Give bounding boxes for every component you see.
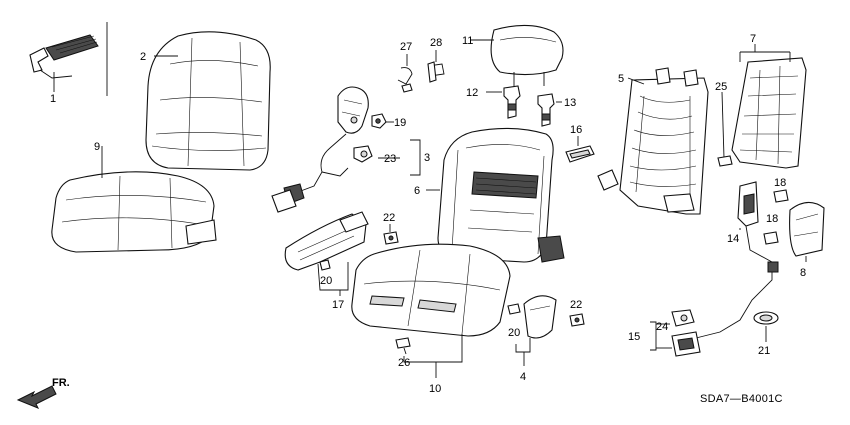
part-3-side-module-and-harness: [271, 86, 421, 213]
part-label-10: 10: [429, 383, 441, 395]
part-9-cushion-cover: [51, 146, 217, 253]
part-7-rear-board: [731, 44, 807, 169]
part-1-pad-and-clip: [29, 22, 108, 96]
part-15-24-21-harness: [650, 225, 779, 357]
part-label-14: 14: [727, 233, 739, 245]
part-26-clip: [395, 337, 411, 355]
front-direction-label: FR.: [52, 377, 70, 389]
part-label-28: 28: [430, 37, 442, 49]
part-label-22a: 22: [383, 212, 395, 224]
part-label-16: 16: [570, 124, 582, 136]
part-label-17: 17: [332, 299, 344, 311]
part-label-24: 24: [656, 321, 668, 333]
part-label-18a: 18: [774, 177, 786, 189]
part-label-20b: 20: [508, 327, 520, 339]
part-6-seatback: [426, 127, 565, 263]
part-label-2: 2: [140, 51, 146, 63]
diagram-reference-code: SDA7—B4001C: [700, 393, 783, 405]
part-label-15: 15: [628, 331, 640, 343]
part-25-bolt: [717, 91, 733, 167]
part-label-21: 21: [758, 345, 770, 357]
part-label-12: 12: [466, 87, 478, 99]
part-label-8: 8: [800, 267, 806, 279]
part-label-4: 4: [520, 371, 526, 383]
part-label-9: 9: [94, 141, 100, 153]
part-label-5: 5: [618, 73, 624, 85]
part-label-22b: 22: [570, 299, 582, 311]
part-label-7: 7: [750, 33, 756, 45]
part-label-11: 11: [462, 35, 473, 47]
part-label-13: 13: [564, 97, 576, 109]
part-2-seatback-cover: [145, 31, 271, 171]
part-11-13-headrest: [470, 24, 564, 127]
front-direction-arrow: FR.: [16, 377, 70, 409]
part-label-18b: 18: [766, 213, 778, 225]
part-17-20-22-side-trim: [284, 211, 399, 296]
part-label-27: 27: [400, 41, 412, 53]
part-19-23-bolts: [353, 113, 387, 163]
part-label-1: 1: [50, 93, 56, 105]
part-16-knob: [565, 136, 595, 163]
part-10-seat-cushion: [351, 243, 511, 378]
part-label-6: 6: [414, 185, 420, 197]
part-label-26: 26: [398, 357, 410, 369]
part-number-labels: 1 2 3 4 5 6 7 8 9 10 11 12 13 14 15 16 1…: [50, 33, 806, 395]
part-4-cover: [507, 295, 585, 366]
part-5-seatback-frame: [597, 67, 709, 215]
part-label-23: 23: [384, 153, 396, 165]
part-14-18-8-side-parts: [737, 181, 825, 262]
part-label-20a: 20: [320, 275, 332, 287]
part-27-28-clips: [397, 50, 445, 93]
part-label-25: 25: [715, 81, 727, 93]
part-label-19: 19: [394, 117, 406, 129]
part-label-3: 3: [424, 152, 430, 164]
